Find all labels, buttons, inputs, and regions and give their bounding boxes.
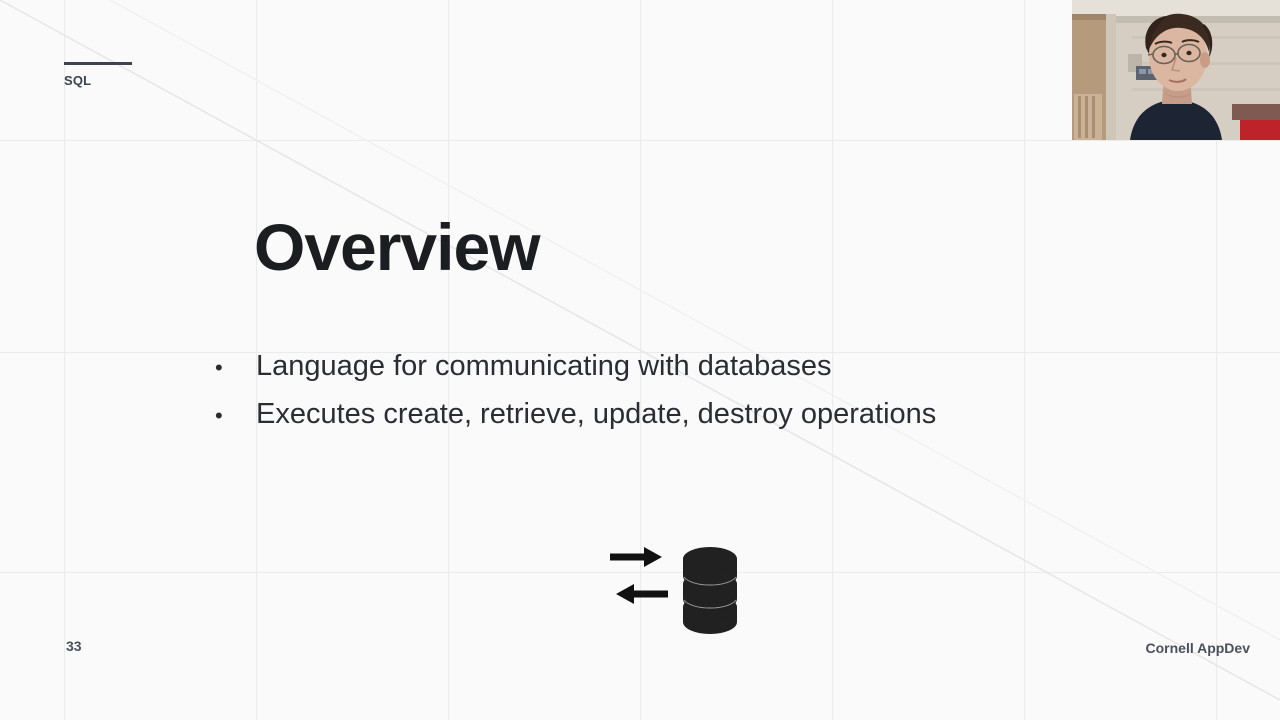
page-title: Overview <box>254 210 541 284</box>
slide-header: SQL <box>64 62 324 87</box>
webcam-video-frame <box>1072 0 1280 140</box>
bullet-dot-icon: • <box>215 403 223 428</box>
presenter-webcam[interactable] <box>1072 0 1280 140</box>
list-item: • Language for communicating with databa… <box>208 352 1108 400</box>
footer-brand: Cornell AppDev <box>1145 640 1251 656</box>
grid-line-horizontal <box>0 140 1280 141</box>
write-arrow-icon <box>610 547 662 567</box>
read-arrow-icon <box>616 584 668 604</box>
list-item-label: Executes create, retrieve, update, destr… <box>256 398 937 430</box>
page-number: 33 <box>66 638 82 654</box>
database-cylinder-icon <box>683 547 737 634</box>
bullet-list: • Language for communicating with databa… <box>208 352 1108 448</box>
list-item: • Executes create, retrieve, update, des… <box>208 400 1108 448</box>
bullet-dot-icon: • <box>215 355 223 380</box>
section-label: SQL <box>64 73 92 88</box>
list-item-label: Language for communicating with database… <box>256 350 832 382</box>
header-accent-rule <box>64 62 132 65</box>
grid-line-vertical <box>64 0 65 720</box>
database-diagram <box>610 547 737 634</box>
